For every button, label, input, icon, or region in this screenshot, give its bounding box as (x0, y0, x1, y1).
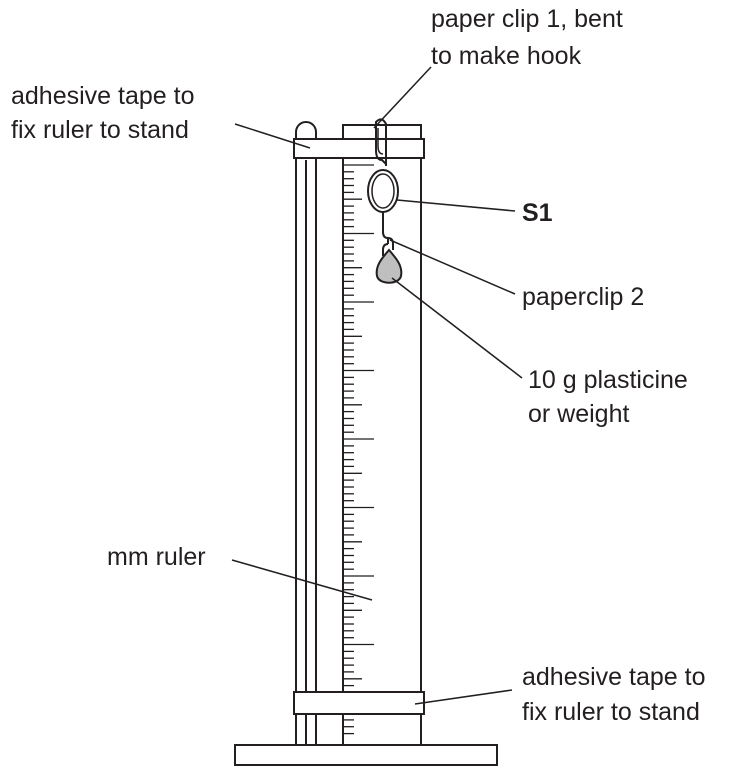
leader-paper-clip-1 (373, 66, 432, 129)
leader-s1 (396, 199, 516, 212)
label-tape-bottom-line2: fix ruler to stand (522, 698, 700, 726)
stand-upright (295, 121, 317, 746)
label-tape-top-line1: adhesive tape to (11, 82, 194, 110)
label-plasticine-line2: or weight (528, 400, 629, 428)
label-paper-clip-1-line1: paper clip 1, bent (431, 5, 623, 33)
label-mm-ruler: mm ruler (107, 543, 206, 571)
label-tape-bottom-line1: adhesive tape to (522, 663, 705, 691)
tape-bottom (293, 691, 425, 715)
leader-tape-bottom (414, 689, 513, 705)
leader-plasticine (391, 277, 523, 379)
stand-base (234, 744, 498, 766)
label-paper-clip-1-line2: to make hook (431, 42, 582, 70)
label-s1: S1 (522, 199, 553, 227)
leader-mm-ruler (231, 559, 373, 601)
label-tape-top-line2: fix ruler to stand (11, 116, 189, 144)
label-paperclip-2: paperclip 2 (522, 283, 644, 311)
s1-loop-inner (371, 173, 395, 209)
leader-paperclip-2 (389, 239, 516, 295)
plasticine-weight (375, 248, 403, 284)
label-plasticine-line1: 10 g plasticine (528, 366, 688, 394)
paper-clip-2 (382, 212, 394, 256)
tape-top (293, 138, 425, 159)
leader-tape-top (234, 123, 311, 149)
